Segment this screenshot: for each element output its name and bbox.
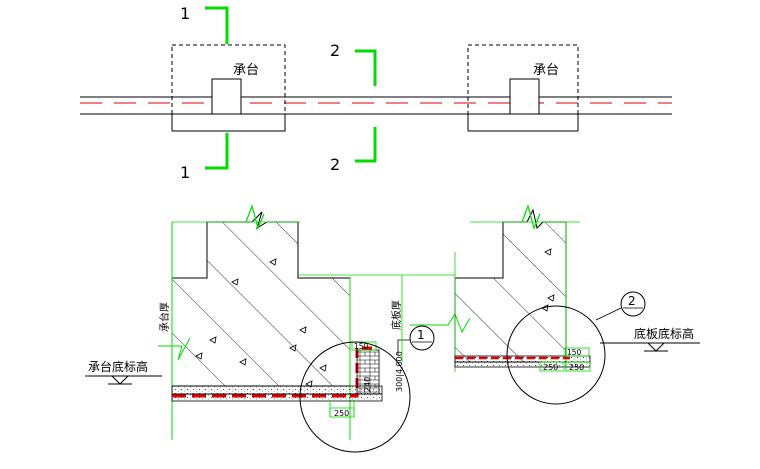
detail-2-leader [595,307,622,321]
cap-bottom-elevation-label: 承台底标高 [88,359,148,374]
dim-box-150-right [564,347,590,357]
detail-tag-1 [409,325,435,351]
detail-tag-2 [620,291,646,317]
cap-section-right [454,208,567,363]
dim-250-left: 250 [334,409,349,418]
cap-thickness-label: 承台厚 [158,302,171,332]
aggregate-marks-right [541,248,555,312]
detail-circle-1 [299,341,411,453]
cap-thickness-leader [158,337,191,361]
dim-240: 240 [363,377,372,392]
section-marker-2-bottom [355,127,377,163]
cap-label-left: 承台 [233,63,259,78]
section-marker-2-top [355,49,377,86]
section-1-label-bottom: 1 [180,163,190,182]
dim-150-left: 150 [354,342,369,351]
detail-2-label: 2 [628,294,636,308]
section-view: 150 250 240 300|4,000 承台厚 承台底标高 [85,204,700,453]
slab-thickness-label: 底板厚 [390,300,403,330]
cap-bottom-elevation-symbol [111,375,129,385]
blinding-layer-left [171,385,383,395]
section-2-label-top: 2 [330,41,340,60]
dim-150-right: 150 [567,348,582,357]
dim-250-right-a: 250 [543,363,558,372]
slab-bottom-elevation-symbol [647,342,665,352]
dim-250-right-b: 250 [569,363,584,372]
column-right [509,78,540,115]
section-marker-1-top [205,6,229,44]
cap-section-left [171,211,351,387]
dim-300-4000: 300|4,000 [395,351,404,392]
column-left [211,78,242,115]
section-2-label-bottom: 2 [330,155,340,174]
cap-label-right: 承台 [533,63,559,78]
dim-box-250-right-a [539,361,565,372]
section-1-label-top: 1 [180,4,190,23]
detail-circle-2 [506,305,606,405]
break-line-right [521,204,541,230]
aggregate-marks-left [195,258,327,388]
section-marker-1-bottom [205,133,229,170]
dim-box-250-right-b [565,361,591,372]
detail-1-label: 1 [417,328,425,342]
detail-1-leader [397,339,410,355]
plan-view: 承台 承台 1 1 2 2 [80,4,672,182]
slab-bottom-elevation-label: 底板底标高 [634,326,694,341]
break-line-left [245,204,265,230]
